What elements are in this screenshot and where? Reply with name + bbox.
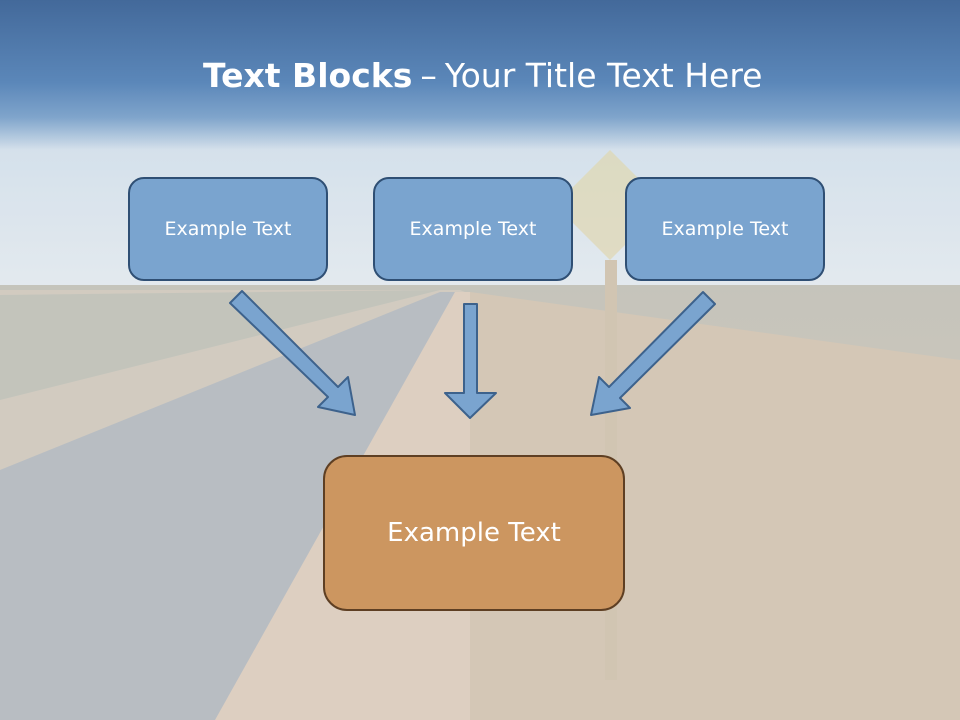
text-block-right-label: Example Text <box>661 218 789 240</box>
text-block-bottom[interactable]: Example Text <box>323 455 625 611</box>
text-block-center-label: Example Text <box>409 218 537 240</box>
text-block-bottom-label: Example Text <box>387 518 561 548</box>
text-block-left[interactable]: Example Text <box>128 177 328 281</box>
text-block-center[interactable]: Example Text <box>373 177 573 281</box>
slide-title: Text Blocks–Your Title Text Here <box>203 54 763 98</box>
title-rest: Your Title Text Here <box>444 56 763 95</box>
text-block-left-label: Example Text <box>164 218 292 240</box>
title-bold: Text Blocks <box>203 56 413 95</box>
title-bar <box>0 0 960 150</box>
title-dash: – <box>420 56 437 95</box>
text-block-right[interactable]: Example Text <box>625 177 825 281</box>
